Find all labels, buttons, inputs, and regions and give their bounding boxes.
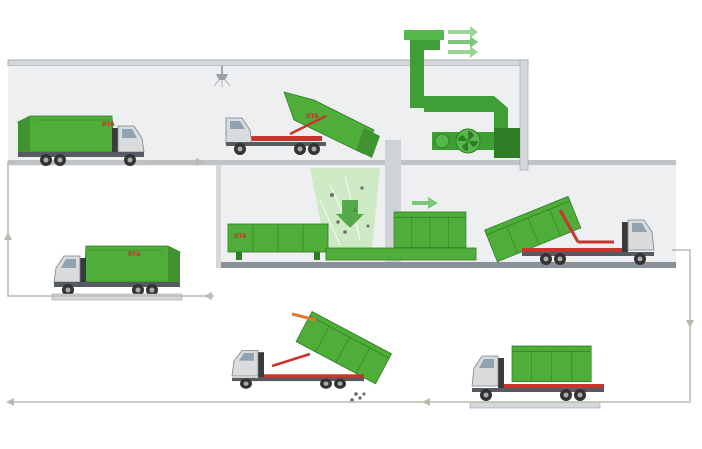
flow-arrow-icon — [686, 320, 694, 328]
compactor-truck-weighbridge: RTA — [51, 245, 183, 301]
flow-arrow-icon — [6, 398, 14, 406]
flow-arrow-icon — [204, 292, 212, 300]
ventilation-fan-icon — [434, 128, 481, 154]
compactor-station — [325, 247, 477, 261]
open-container-left: RTA — [227, 223, 329, 260]
flow-arrow-icon — [422, 398, 430, 406]
hook-lift-truck-weighbridge — [469, 345, 605, 409]
flow-arrow-icon — [412, 197, 438, 209]
weighbridge-icon — [469, 401, 601, 409]
hook-lift-truck-loading — [484, 196, 655, 266]
flow-arrow-icon — [196, 158, 204, 166]
rta-logo: RTA — [102, 121, 115, 128]
route-arrows — [4, 158, 694, 406]
rta-logo: RTA — [306, 113, 319, 120]
rta-logo: RTA — [234, 233, 247, 240]
rta-logo: RTA — [128, 251, 141, 258]
flow-arrow-icon — [4, 232, 12, 240]
exhaust-arrows-icon — [448, 26, 478, 58]
hook-lift-truck-unloading — [231, 311, 392, 402]
closed-container-center — [393, 211, 467, 249]
compactor-truck-arriving: RTA — [17, 115, 145, 167]
drop-arrow-icon — [336, 200, 364, 228]
compactor-truck-tipping: RTA — [225, 91, 380, 158]
ceiling-sprinkler-icon — [213, 66, 231, 87]
weighbridge-icon — [51, 293, 183, 301]
